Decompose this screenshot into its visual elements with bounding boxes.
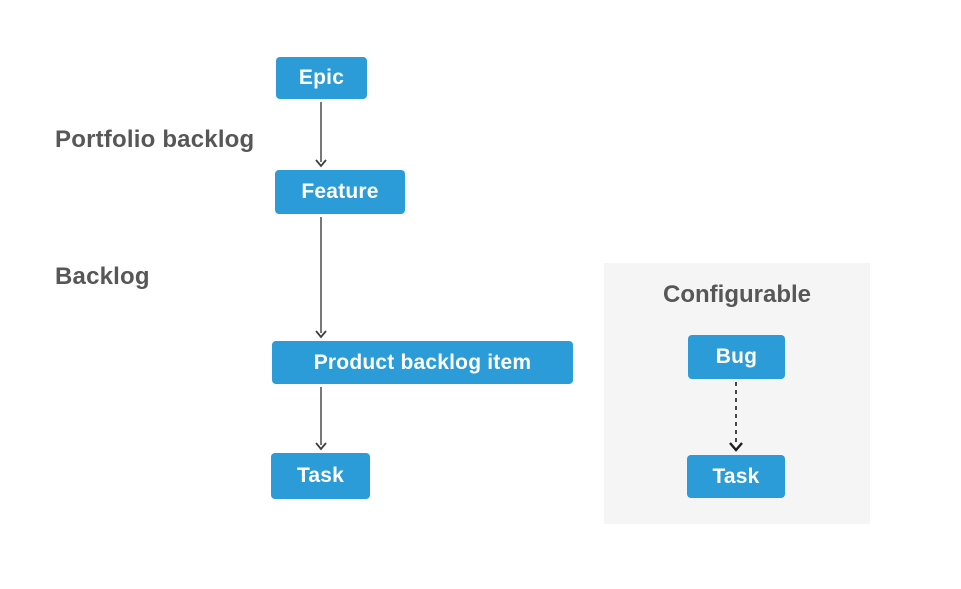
arrow-feature-to-product-backlog-item	[315, 217, 327, 339]
arrow-product-backlog-item-to-task	[315, 387, 327, 451]
node-task-configurable: Task	[687, 455, 785, 498]
node-product-backlog-item: Product backlog item	[272, 341, 573, 384]
portfolio-backlog-label: Portfolio backlog	[55, 126, 255, 153]
node-epic: Epic	[276, 57, 367, 99]
node-bug: Bug	[688, 335, 785, 379]
node-task: Task	[271, 453, 370, 499]
node-feature: Feature	[275, 170, 405, 214]
arrow-epic-to-feature	[315, 102, 327, 168]
backlog-label: Backlog	[55, 263, 150, 290]
configurable-label: Configurable	[663, 281, 811, 308]
